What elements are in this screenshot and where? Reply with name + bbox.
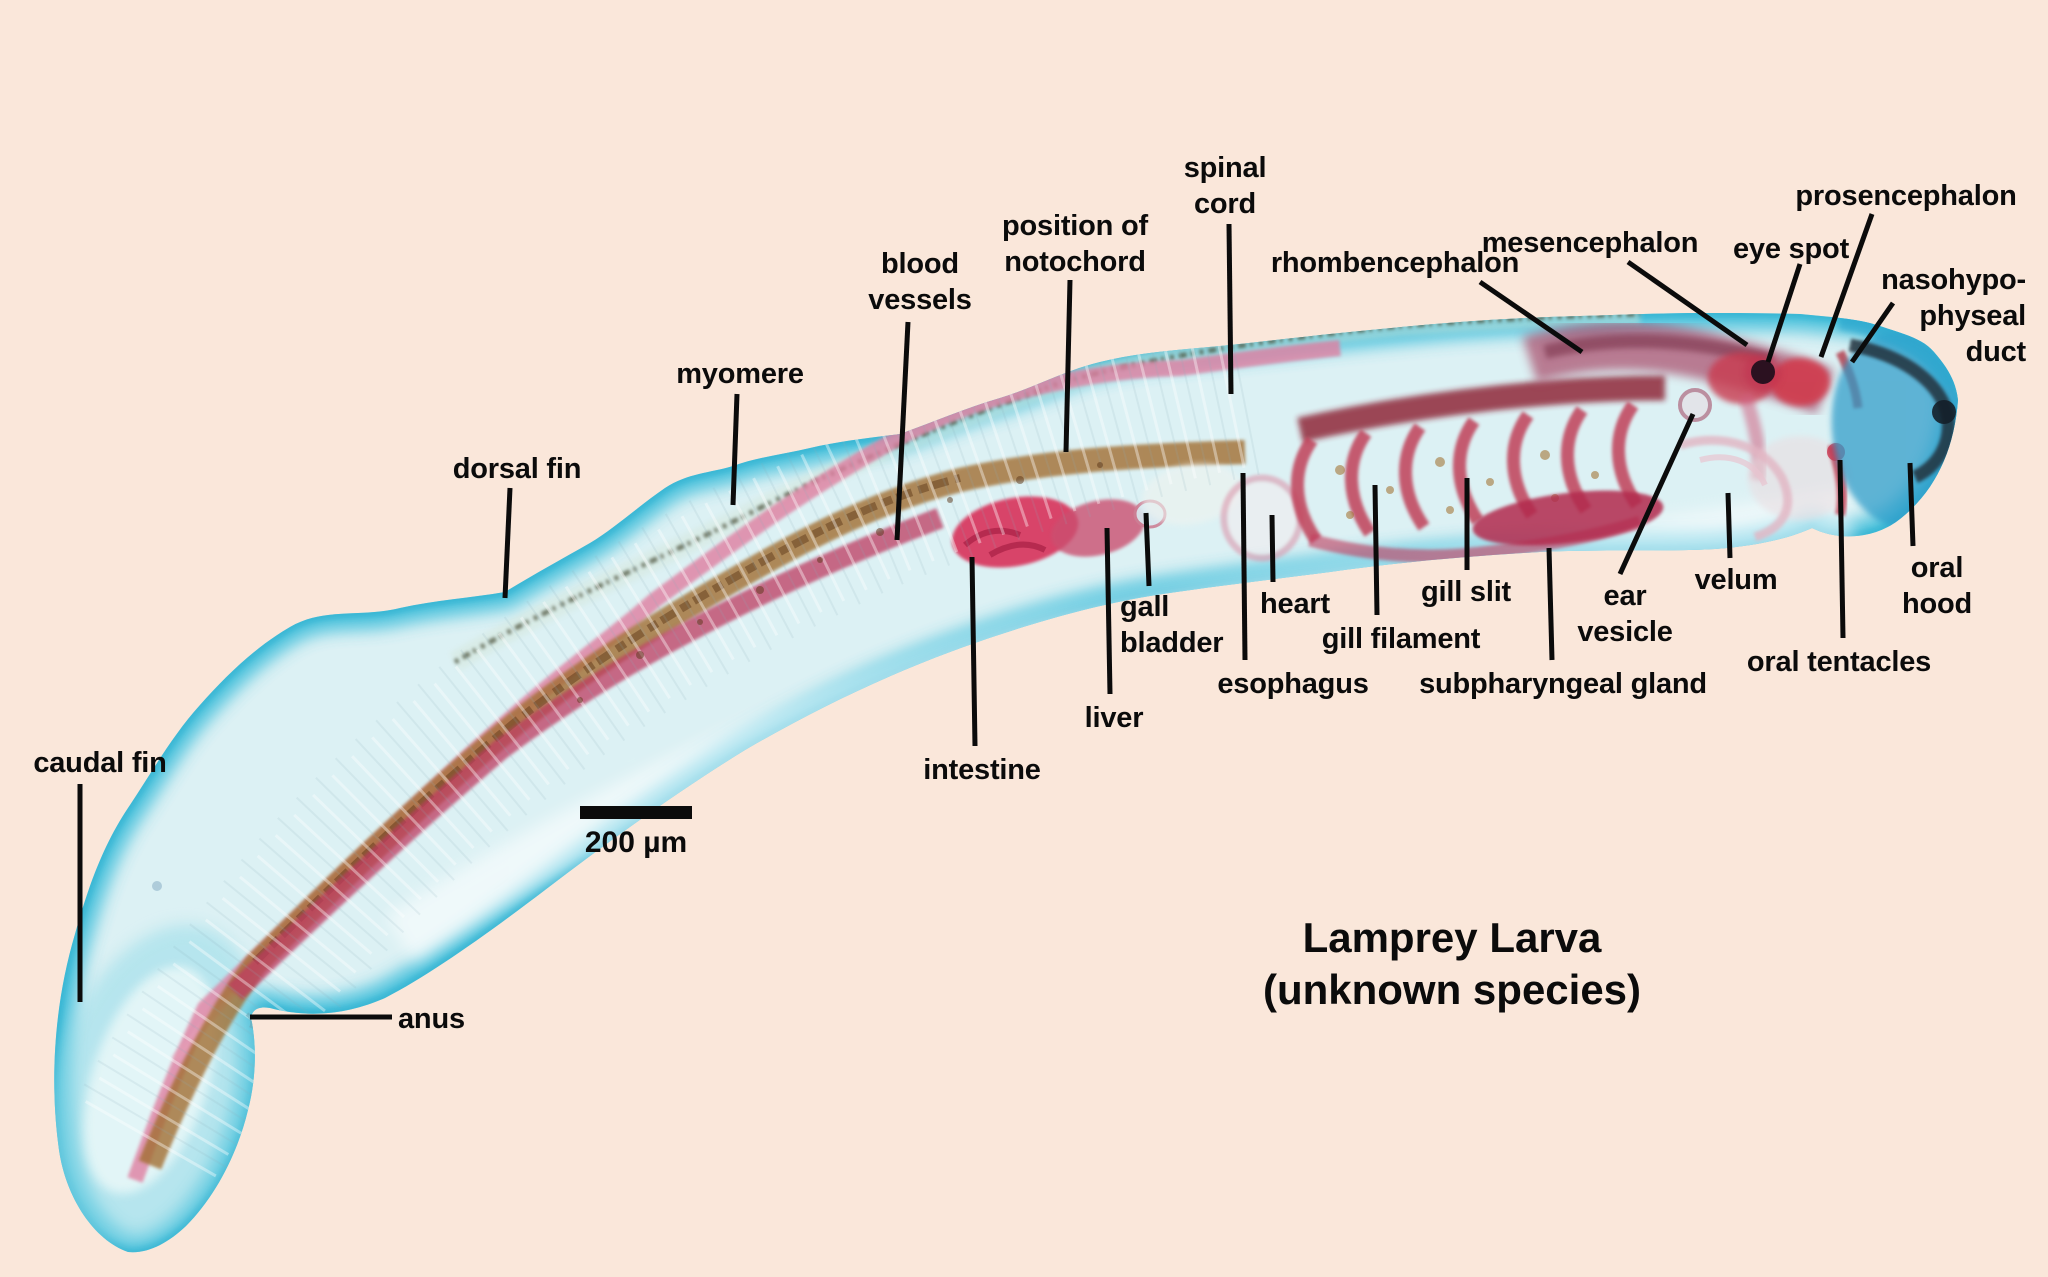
hood-dark-spot	[1932, 400, 1956, 424]
label-myomere: myomere	[676, 358, 804, 390]
label-eye-spot: eye spot	[1732, 233, 1850, 265]
scale-bar	[580, 806, 692, 819]
label-ear-vesicle: ear vesicle	[1577, 580, 1673, 648]
label-position-of-notochord: position of notochord	[1002, 210, 1148, 278]
label-subpharyngeal-gland: subpharyngeal gland	[1419, 668, 1707, 700]
label-gall-bladder: gall bladder	[1120, 591, 1224, 659]
label-anus: anus	[398, 1003, 465, 1035]
leader-subpharyngeal-gland	[1546, 547, 1555, 661]
prosencephalon-region	[1770, 358, 1830, 406]
label-oral-tentacles: oral tentacles	[1746, 646, 1932, 678]
label-spinal-cord: spinal cord	[1183, 152, 1267, 220]
label-rhombencephalon: rhombencephalon	[1270, 247, 1520, 279]
leader-intestine	[969, 556, 978, 747]
gut-speckles	[577, 462, 1103, 703]
label-caudal-fin: caudal fin	[33, 747, 167, 779]
leader-velum	[1725, 492, 1733, 559]
leader-gall-bladder	[1143, 512, 1152, 587]
gill-gold-speckles	[1335, 450, 1599, 519]
gill-dorsal-dark-band	[1297, 375, 1666, 443]
leader-spinal-cord	[1226, 223, 1234, 395]
leader-rhombencephalon	[1478, 279, 1584, 355]
label-dorsal-fin: dorsal fin	[452, 453, 582, 485]
label-oral-hood: oral hood	[1901, 552, 1973, 620]
label-mesencephalon: mesencephalon	[1481, 227, 1699, 259]
leader-esophagus	[1240, 472, 1248, 661]
label-intestine: intestine	[923, 754, 1041, 786]
ventral-crimson-band	[227, 508, 944, 1000]
liver-body	[1050, 499, 1146, 557]
gut-dark-core	[252, 474, 961, 965]
esophagus-body	[1142, 463, 1242, 525]
label-esophagus: esophagus	[1217, 668, 1369, 700]
label-nasohypophyseal-duct: nasohypo- physeal duct	[1881, 264, 2026, 368]
larva-body	[54, 313, 1958, 1253]
velum-arc-inner	[1699, 454, 1768, 487]
leader-mesencephalon	[1626, 259, 1749, 348]
label-gill-filament: gill filament	[1321, 623, 1481, 655]
leader-heart	[1269, 514, 1276, 583]
debris-speck	[152, 881, 162, 891]
figure-title: Lamprey Larva (unknown species)	[1262, 914, 1642, 1013]
leader-position-of-notochord	[1063, 279, 1073, 453]
leader-lines	[77, 213, 1916, 1020]
leader-ear-vesicle	[1617, 412, 1696, 576]
ear-vesicle-body	[1678, 388, 1712, 422]
label-heart: heart	[1260, 588, 1330, 620]
label-prosencephalon: prosencephalon	[1795, 180, 2017, 212]
label-gill-slit: gill slit	[1420, 576, 1512, 608]
label-liver: liver	[1084, 702, 1144, 734]
hood-top-edge	[1838, 314, 1958, 390]
eye-spot-body	[1751, 360, 1775, 384]
leader-dorsal-fin	[502, 487, 513, 599]
caudal-fin-center	[83, 966, 217, 1194]
leader-blood-vessels	[894, 321, 911, 541]
subpharyngeal-gland-body	[1472, 490, 1664, 546]
velum-arc	[1678, 435, 1793, 542]
leader-prosencephalon	[1818, 213, 1875, 358]
leader-gill-filament	[1372, 484, 1380, 616]
heart-body	[1220, 474, 1304, 562]
leader-liver	[1104, 527, 1113, 695]
gill-arches	[1291, 401, 1643, 544]
mouth-cavity	[1748, 436, 1852, 520]
leader-eye-spot	[1765, 263, 1803, 363]
leader-nasohypophyseal-duct	[1849, 301, 1896, 364]
label-velum: velum	[1694, 564, 1778, 596]
intestine-folds	[963, 527, 1047, 558]
leader-myomere	[730, 393, 740, 506]
scale-bar-label: 200 µm	[584, 826, 688, 859]
leader-oral-tentacles	[1837, 459, 1846, 639]
leader-oral-hood	[1907, 462, 1916, 547]
label-blood-vessels: blood vessels	[868, 248, 972, 316]
